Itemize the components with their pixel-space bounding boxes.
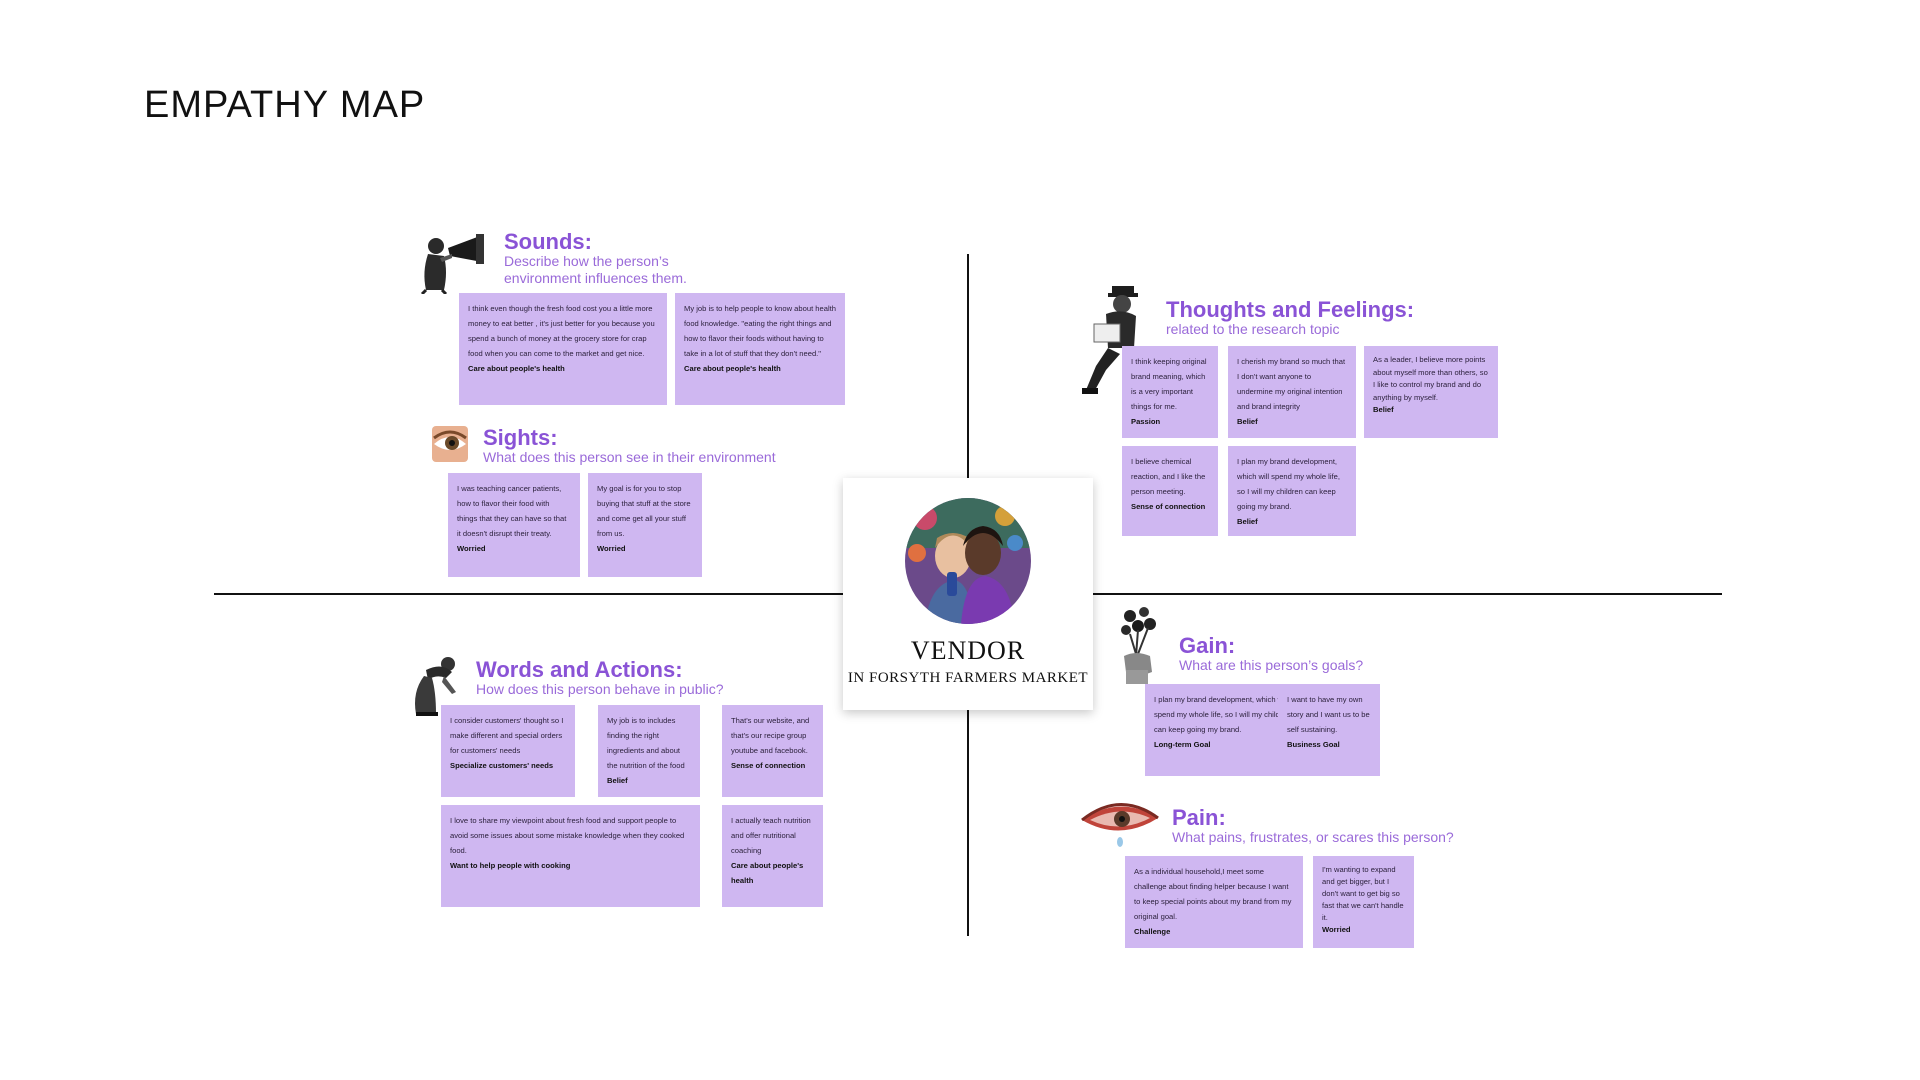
note-text: I love to share my viewpoint about fresh…	[450, 816, 685, 855]
sounds-subtitle-line1: Describe how the person’s	[504, 253, 669, 270]
sticky-note[interactable]: My goal is for you to stop buying that s…	[588, 473, 702, 577]
thoughts-subtitle: related to the research topic	[1166, 321, 1340, 338]
note-tag: Care about people's health	[731, 861, 804, 885]
sticky-note[interactable]: My job is to help people to know about h…	[675, 293, 845, 405]
persona-role: VENDOR	[910, 636, 1026, 665]
note-tag: Worried	[1322, 925, 1351, 934]
sticky-note[interactable]: I cherish my brand so much that I don't …	[1228, 346, 1356, 438]
reading-person-icon	[1076, 286, 1152, 403]
thoughts-header: Thoughts and Feelings: related to the re…	[1166, 298, 1414, 338]
vertical-axis-bottom	[967, 708, 969, 936]
note-text: I plan my brand development, which will …	[1237, 457, 1340, 511]
vertical-axis-top	[967, 254, 969, 480]
note-tag: Business Goal	[1287, 740, 1340, 749]
note-tag: Belief	[607, 776, 628, 785]
note-tag: Passion	[1131, 417, 1161, 426]
note-tag: Sense of connection	[731, 761, 806, 770]
sights-subtitle: What does this person see in their envir…	[483, 449, 776, 466]
gain-title: Gain:	[1179, 633, 1236, 658]
note-tag: Care about people's health	[684, 364, 781, 373]
sticky-note[interactable]: As a leader, I believe more points about…	[1364, 346, 1498, 438]
sights-header: Sights: What does this person see in the…	[483, 426, 776, 466]
note-text: I actually teach nutrition and offer nut…	[731, 816, 811, 855]
note-tag: Worried	[457, 544, 486, 553]
sticky-note[interactable]: I plan my brand development, which will …	[1228, 446, 1356, 536]
pain-title: Pain:	[1172, 805, 1226, 830]
gain-subtitle: What are this person’s goals?	[1179, 657, 1364, 674]
sights-title: Sights:	[483, 425, 558, 450]
note-text: I think keeping original brand meaning, …	[1131, 357, 1207, 411]
note-tag: Belief	[1237, 417, 1258, 426]
note-text: That's our website, and that's our recip…	[731, 716, 810, 755]
words-header: Words and Actions: How does this person …	[476, 658, 724, 698]
persona-context: IN FORSYTH FARMERS MARKET	[847, 670, 1089, 686]
crying-eye-icon	[1080, 798, 1160, 853]
sticky-note[interactable]: I believe chemical reaction, and I like …	[1122, 446, 1218, 536]
sticky-note[interactable]: That's our website, and that's our recip…	[722, 705, 823, 797]
note-text: I consider customers' thought so I make …	[450, 716, 564, 755]
note-tag: Specialize customers' needs	[450, 761, 554, 770]
sticky-note[interactable]: As a individual household,I meet some ch…	[1125, 856, 1303, 948]
sounds-subtitle-line2: environment influences them.	[504, 270, 687, 287]
sticky-note[interactable]: I want to have my own story and I want u…	[1278, 684, 1380, 776]
note-text: I cherish my brand so much that I don't …	[1237, 357, 1346, 411]
pain-subtitle: What pains, frustrates, or scares this p…	[1172, 829, 1454, 846]
sticky-note[interactable]: I think even though the fresh food cost …	[459, 293, 667, 405]
sounds-header: Sounds: Describe how the person’s enviro…	[504, 230, 687, 287]
note-tag: Care about people's health	[468, 364, 565, 373]
note-text: My job is to help people to know about h…	[684, 304, 836, 358]
note-text: As a individual household,I meet some ch…	[1134, 867, 1292, 921]
note-text: My job is to includes finding the right …	[607, 716, 685, 770]
note-text: As a leader, I believe more points about…	[1373, 355, 1488, 402]
persona-photo	[905, 498, 1031, 624]
words-title: Words and Actions:	[476, 657, 683, 682]
sounds-title: Sounds:	[504, 229, 592, 254]
words-subtitle: How does this person behave in public?	[476, 681, 724, 698]
horizontal-axis-left	[214, 593, 844, 595]
note-tag: Want to help people with cooking	[450, 861, 571, 870]
note-tag: Long-term Goal	[1154, 740, 1211, 749]
note-text: I was teaching cancer patients, how to f…	[457, 484, 567, 538]
gain-header: Gain: What are this person’s goals?	[1179, 634, 1363, 674]
megaphone-person-icon	[418, 228, 488, 299]
note-text: I think even though the fresh food cost …	[468, 304, 655, 358]
note-text: I'm wanting to expand and get bigger, bu…	[1322, 865, 1404, 922]
note-text: I believe chemical reaction, and I like …	[1131, 457, 1206, 496]
sticky-note[interactable]: I actually teach nutrition and offer nut…	[722, 805, 823, 907]
sticky-note[interactable]: I'm wanting to expand and get bigger, bu…	[1313, 856, 1414, 948]
note-tag: Belief	[1373, 405, 1394, 414]
horizontal-axis-right	[1092, 593, 1722, 595]
sticky-note[interactable]: I was teaching cancer patients, how to f…	[448, 473, 580, 577]
note-tag: Belief	[1237, 517, 1258, 526]
sticky-note[interactable]: My job is to includes finding the right …	[598, 705, 700, 797]
thoughts-title: Thoughts and Feelings:	[1166, 297, 1415, 322]
page-title: EMPATHY MAP	[144, 84, 426, 126]
sticky-note[interactable]: I consider customers' thought so I make …	[441, 705, 575, 797]
sticky-note[interactable]: I love to share my viewpoint about fresh…	[441, 805, 700, 907]
bowing-person-icon	[406, 656, 462, 723]
note-text: I plan my brand development, which will …	[1154, 695, 1291, 734]
note-text: I want to have my own story and I want u…	[1287, 695, 1370, 734]
persona-card[interactable]: VENDOR IN FORSYTH FARMERS MARKET	[843, 478, 1093, 710]
eye-icon	[430, 424, 470, 469]
flower-hand-icon	[1116, 606, 1160, 691]
note-tag: Challenge	[1134, 927, 1171, 936]
note-tag: Sense of connection	[1131, 502, 1206, 511]
pain-header: Pain: What pains, frustrates, or scares …	[1172, 806, 1454, 846]
note-tag: Worried	[597, 544, 626, 553]
note-text: My goal is for you to stop buying that s…	[597, 484, 691, 538]
sticky-note[interactable]: I think keeping original brand meaning, …	[1122, 346, 1218, 438]
